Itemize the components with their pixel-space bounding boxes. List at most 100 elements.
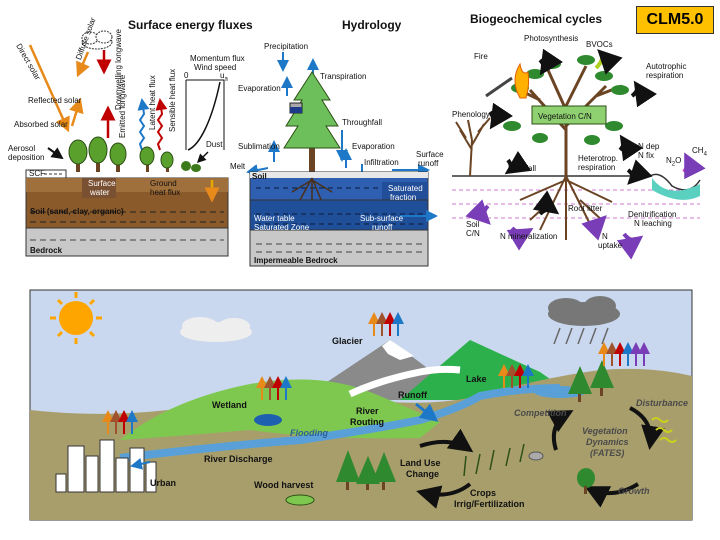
hydrology-title: Hydrology — [342, 18, 402, 32]
emitted-longwave-label: Emitted longwave — [118, 74, 127, 138]
melt-label: Melt — [230, 162, 246, 171]
surface-runoff-line1: Surface — [416, 150, 444, 159]
wind-axis-ua-sub: a — [224, 76, 228, 83]
vegetation-cn-label: Vegetation C/N — [538, 112, 592, 121]
phenology-arrow — [488, 102, 514, 130]
energy-soil-label: Soil (sand, clay, organic) — [30, 207, 124, 216]
dead-tree — [455, 117, 491, 177]
n-uptake-arrow — [581, 215, 607, 241]
sun-icon — [50, 292, 102, 344]
aerosol-line2: deposition — [8, 153, 45, 162]
photosynthesis-arrow — [538, 48, 564, 76]
heterotrop-line1: Heterotrop. — [578, 154, 619, 163]
autotrophic-arrow — [630, 80, 658, 108]
n2o-main: N — [666, 156, 672, 165]
crops-line1: Crops — [470, 488, 497, 498]
version-badge: CLM5.0 — [636, 6, 714, 34]
surface-water-line1: Surface — [88, 179, 116, 188]
bvocs-label: BVOCs — [586, 40, 613, 49]
transpiration-label: Transpiration — [320, 72, 367, 81]
energy-bedrock-label: Bedrock — [30, 246, 63, 255]
surface-runoff-line2: runoff — [418, 159, 439, 168]
direct-solar-arrow — [28, 44, 70, 133]
disturbance-label: Disturbance — [636, 398, 689, 408]
water-table-line1: Water table — [254, 214, 295, 223]
wind-speed-label: Wind speed — [194, 63, 237, 72]
autotrophic-line2: respiration — [646, 71, 684, 80]
land-use-line2: Change — [406, 469, 440, 479]
sublimation-label: Sublimation — [238, 142, 280, 151]
denitrification-label: Denitrification — [628, 210, 677, 219]
urban-label: Urban — [150, 478, 177, 488]
melt-arrow — [246, 164, 269, 176]
veg-flux-arrows — [598, 342, 650, 366]
n2o-end: O — [675, 156, 682, 165]
hydrology-bedrock — [249, 229, 429, 267]
aerosol-arrow — [47, 147, 64, 160]
saturated-line2: fraction — [390, 193, 417, 202]
ch4-sub: 4 — [703, 151, 707, 158]
river-discharge-arrow — [130, 457, 151, 470]
surface-water-line2: water — [90, 188, 110, 197]
litterfall-arrow — [504, 150, 532, 175]
biogeo-title: Biogeochemical cycles — [470, 12, 603, 26]
rain-cloud-icon — [548, 296, 620, 345]
veg-dynamics-line1: Vegetation — [582, 426, 628, 436]
root-litter-arrow — [532, 190, 560, 216]
fertilizer-icon — [528, 451, 544, 461]
subsurface-line2: runoff — [372, 223, 393, 232]
fire-label: Fire — [474, 52, 488, 61]
glacier-flux-arrows — [368, 312, 404, 336]
soil-cn-line2: C/N — [466, 229, 480, 238]
aerosol-line1: Aerosol — [8, 144, 36, 153]
hydrology-panel — [246, 52, 438, 267]
heterotrop-line2: respiration — [578, 163, 616, 172]
dust-arrow — [196, 151, 209, 164]
glacier-label: Glacier — [332, 336, 363, 346]
sensible-heat-arrow — [155, 98, 168, 151]
land-use-line1: Land Use — [400, 458, 441, 468]
veg-dynamics-line2: Dynamics — [586, 437, 629, 447]
n2o-sub: 2 — [671, 161, 676, 168]
conifer-tree — [283, 71, 341, 178]
grass-hill — [120, 379, 440, 440]
photosynthesis-label: Photosynthesis — [524, 34, 579, 43]
litterfall-label: Litterfall — [508, 164, 537, 173]
reflected-solar-label: Reflected solar — [28, 96, 82, 105]
latent-heat-arrow — [137, 98, 150, 151]
river-discharge-label: River Discharge — [204, 454, 273, 464]
phenology-label: Phenology — [452, 110, 490, 119]
water-table-line2: Saturated Zone — [254, 223, 310, 232]
ch4-arrow — [682, 152, 706, 180]
wetland-pool — [652, 178, 700, 200]
wetland-label: Wetland — [212, 400, 247, 410]
root-litter-label: Root litter — [568, 204, 603, 213]
veg-dynamics-line3: (FATES) — [590, 448, 625, 458]
wind-profile-chart — [185, 79, 225, 151]
n-leaching-arrow — [616, 232, 644, 260]
dust-label: Dust — [206, 140, 223, 149]
wind-axis-ua: ua — [220, 71, 228, 83]
scf-label: SCF — [29, 169, 45, 178]
veg-dynamics-trees — [568, 360, 614, 494]
n-uptake-line1: N — [602, 232, 608, 241]
crops — [463, 443, 525, 477]
ch4-main: CH — [692, 146, 704, 155]
wind-axis-zero: 0 — [184, 71, 189, 80]
lake-flux-arrows — [498, 364, 534, 388]
heterotrophic-arrow — [618, 134, 644, 162]
runoff-label: Runoff — [398, 390, 427, 400]
crops-line2: Irrig/Fertilization — [454, 499, 525, 509]
sensible-heat-label: Sensible heat flux — [168, 68, 177, 132]
soil-cn-line1: Soil — [466, 220, 480, 229]
competition-label: Competition — [514, 408, 567, 418]
urban-flux-arrows — [102, 410, 138, 434]
urban-buildings — [55, 439, 157, 493]
n-mineralization-arrow — [506, 226, 534, 251]
runoff-arrow — [415, 402, 439, 422]
impermeable-label: Impermeable Bedrock — [254, 256, 338, 265]
evaporation-upper-label: Evaporation — [238, 84, 281, 93]
wetland-flux-arrows — [256, 376, 292, 400]
biogeo-panel — [452, 48, 706, 260]
